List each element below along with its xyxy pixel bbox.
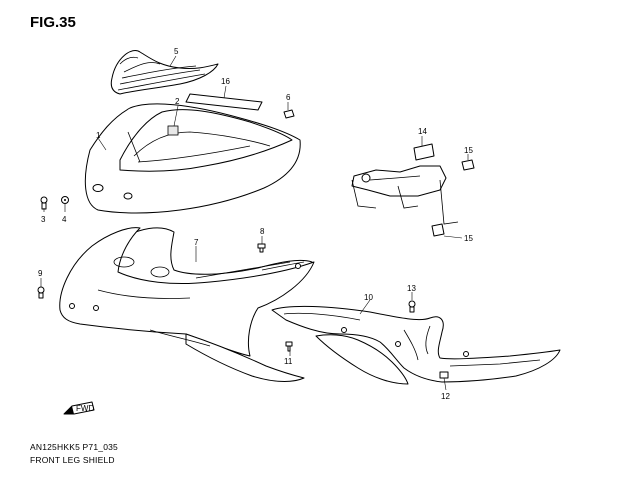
callout-10: 10 <box>364 293 373 302</box>
figure-title: FIG.35 <box>30 14 76 31</box>
part-bracket <box>351 143 475 237</box>
callout-4: 4 <box>62 215 67 224</box>
callout-7: 7 <box>194 238 199 247</box>
callout-11: 11 <box>284 357 293 366</box>
callout-14: 14 <box>418 127 427 136</box>
leader-lines <box>40 55 469 391</box>
part-clip-8 <box>257 243 266 253</box>
part-inner-panel <box>59 227 315 383</box>
part-screw-washer <box>40 196 69 210</box>
part-grille <box>110 50 219 95</box>
figure-code: AN125HKK5 P71_035 <box>30 442 118 452</box>
callout-13: 13 <box>407 284 416 293</box>
callout-2: 2 <box>175 97 180 106</box>
figure-name: FRONT LEG SHIELD <box>30 455 115 465</box>
callout-15-lower: 15 <box>464 234 473 243</box>
callout-1: 1 <box>96 131 101 140</box>
callout-9: 9 <box>38 269 43 278</box>
part-fasteners <box>285 300 449 379</box>
callout-16: 16 <box>221 77 230 86</box>
fwd-label: FWD <box>76 404 94 413</box>
callout-15-upper: 15 <box>464 146 473 155</box>
callout-8: 8 <box>260 227 265 236</box>
callout-6: 6 <box>286 93 291 102</box>
part-front-cover <box>84 103 301 214</box>
callout-12: 12 <box>441 392 450 401</box>
fwd-arrow: FWD <box>63 401 95 415</box>
callout-3: 3 <box>41 215 46 224</box>
callout-labels: 1 2 3 4 5 6 7 8 9 10 11 12 13 14 15 15 1… <box>38 47 473 401</box>
part-screw-9 <box>37 286 45 299</box>
part-lower-cover <box>271 305 561 385</box>
callout-5: 5 <box>174 47 179 56</box>
part-strip <box>185 93 263 111</box>
part-clip <box>283 109 295 119</box>
